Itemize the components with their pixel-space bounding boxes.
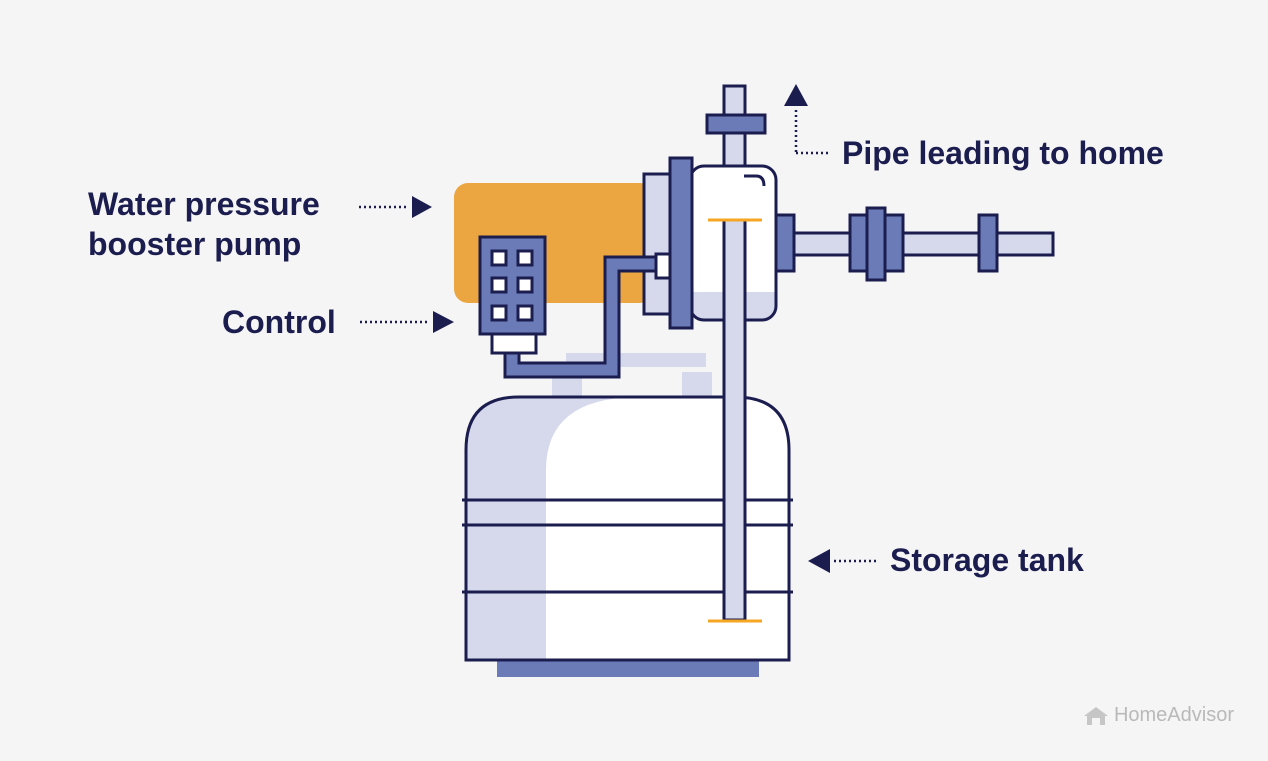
control-wire [503, 252, 672, 379]
tank-label: Storage tank [890, 542, 1084, 578]
dip-tube [708, 218, 762, 623]
control-box [478, 235, 547, 355]
pump-label-line1: Water pressure [88, 186, 320, 222]
outlet-pipe [772, 206, 1055, 282]
storage-tank [462, 395, 793, 662]
pipe-pointer [784, 84, 828, 155]
pump-housing [642, 156, 778, 330]
brand-name: HomeAdvisor [1113, 704, 1234, 726]
tank-pointer [808, 549, 876, 573]
pump-label: Water pressure booster pump [88, 184, 320, 264]
control-label: Control [222, 304, 336, 340]
house-icon [1083, 706, 1108, 725]
brand-logo: HomeAdvisor [1082, 704, 1234, 727]
pump-label-line2: booster pump [88, 226, 302, 262]
vertical-pipe-top [705, 84, 767, 172]
pipe-label: Pipe leading to home [842, 135, 1164, 171]
control-pointer [360, 311, 454, 333]
pump-pointer [359, 196, 432, 218]
